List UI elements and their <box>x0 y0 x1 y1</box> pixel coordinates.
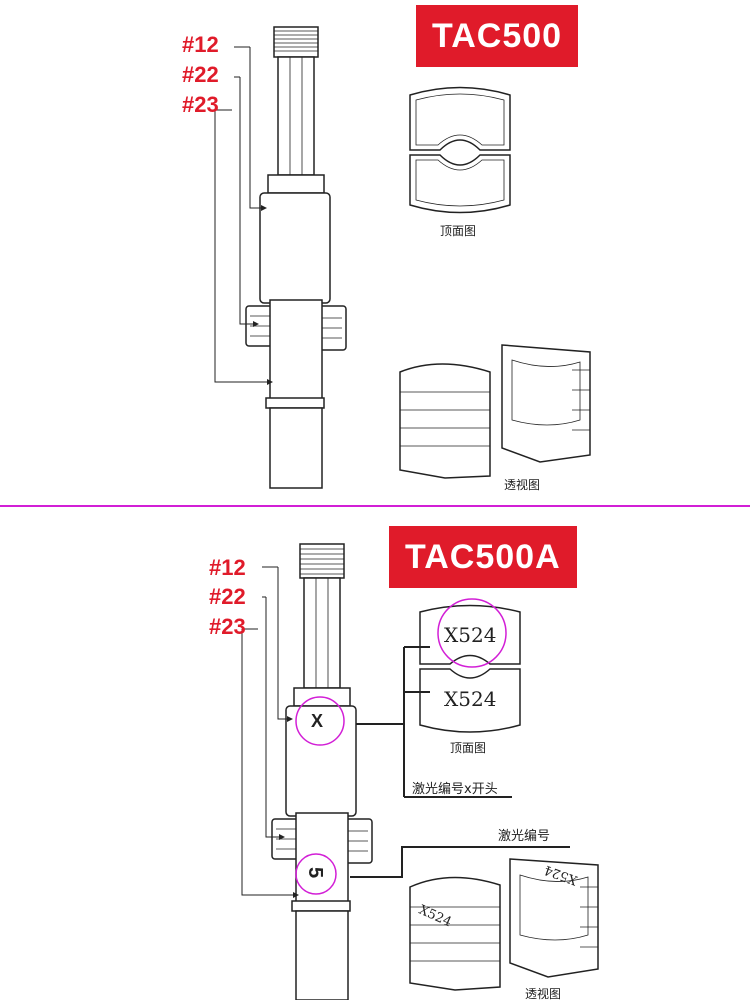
lower-body <box>269 299 323 401</box>
leader-12 <box>249 47 267 211</box>
highlight-5 <box>295 853 337 895</box>
perspective-caption: 透视图 <box>525 987 562 1001</box>
panel-divider <box>0 505 750 507</box>
part-code-22: #22 <box>182 62 219 87</box>
part-code-23: #23 <box>182 92 219 117</box>
callout-lines <box>350 646 570 878</box>
die-mark-upper: X524 <box>444 623 497 647</box>
die-mark-lower: X524 <box>444 687 497 711</box>
tac500-panel: TAC500 #12 #22 #23 顶面图 透视图 <box>182 5 591 492</box>
top-view-die <box>409 86 511 214</box>
tac500a-panel: TAC500A #12 #22 #23 X524 X524 顶面图 X 5 激光… <box>0 507 750 1001</box>
collar <box>267 174 325 194</box>
perspective-dies <box>409 858 599 991</box>
shaft-mark-5: 5 <box>304 866 327 879</box>
top-view-die <box>419 604 521 733</box>
leader-22 <box>265 597 285 840</box>
perspective-caption: 透视图 <box>504 478 541 492</box>
tac500a-drawing <box>241 543 599 1000</box>
hex-shaft <box>303 577 341 689</box>
leader-23 <box>214 110 273 385</box>
top-view-caption: 顶面图 <box>440 224 477 238</box>
part-code-23: #23 <box>209 614 246 639</box>
tac500-drawing <box>214 26 591 489</box>
shaft-assembly <box>245 26 347 489</box>
perspective-dies <box>399 344 591 479</box>
bottom-shaft <box>295 910 349 1000</box>
top-view-caption: 顶面图 <box>450 741 487 755</box>
laser-note: 激光编号 <box>498 829 551 844</box>
ring <box>265 397 325 409</box>
ring <box>291 900 351 912</box>
thread-section <box>273 26 319 58</box>
leader-23 <box>241 629 299 898</box>
model-badge: TAC500 <box>416 5 579 67</box>
part-code-22: #22 <box>209 584 246 609</box>
highlight-circles <box>295 598 507 895</box>
shaft-mark-x: X <box>311 711 324 731</box>
highlight-die-mark <box>437 598 507 668</box>
hex-shaft <box>277 56 315 176</box>
part-code-12: #12 <box>209 555 246 580</box>
bottom-shaft <box>269 407 323 489</box>
highlight-x <box>295 696 345 746</box>
shaft-assembly <box>271 543 373 1000</box>
leader-22 <box>239 77 259 327</box>
leader-12 <box>277 567 293 722</box>
laser-x-note: 激光编号x开头 <box>412 782 498 797</box>
part-code-12: #12 <box>182 32 219 57</box>
main-cylinder <box>259 192 331 304</box>
model-badge: TAC500A <box>389 526 577 588</box>
